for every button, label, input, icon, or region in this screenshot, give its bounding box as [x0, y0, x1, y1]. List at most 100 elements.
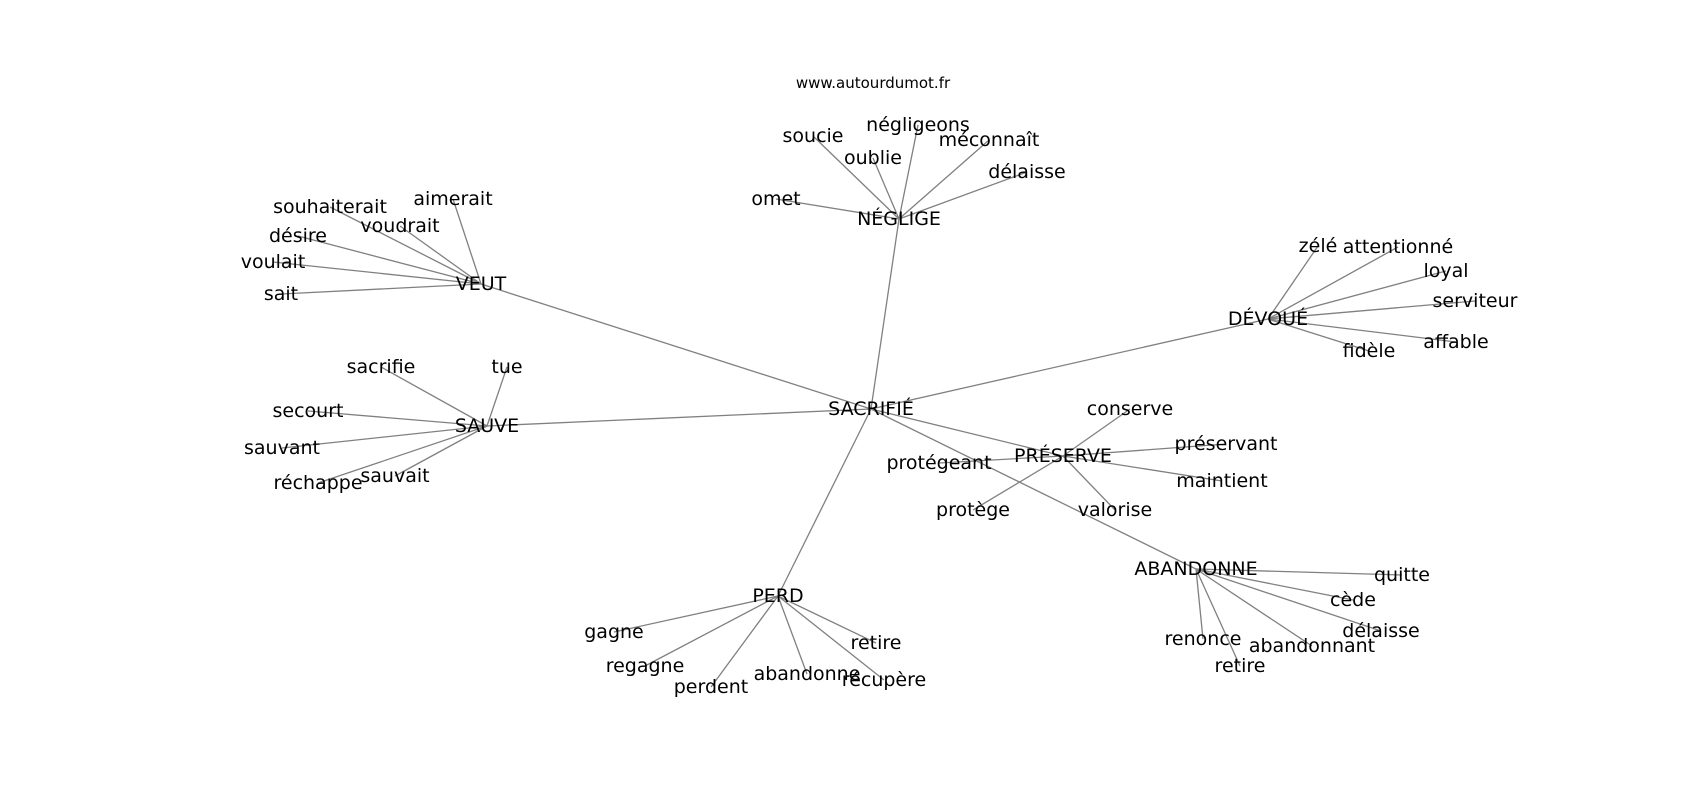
edge-neglige-3: [898, 124, 919, 220]
edge-abandonne-4: [1195, 568, 1313, 647]
leaf-node-veut-2: voudrait: [360, 215, 439, 237]
leaf-node-perd-3: abandonne: [754, 663, 861, 685]
leaf-node-abandonne-4: abandonnant: [1249, 635, 1375, 657]
hub-node-neglige: NÉGLIGE: [857, 207, 941, 230]
edge-veut-4: [272, 261, 482, 285]
leaf-node-veut-5: sait: [264, 283, 298, 305]
edge-devoue-4: [1267, 318, 1457, 343]
leaf-node-abandonne-5: retire: [1215, 655, 1266, 677]
leaf-node-devoue-0: zélé: [1299, 235, 1338, 257]
edge-devoue-3: [1267, 300, 1476, 320]
edge-abandonne-0: [1195, 568, 1403, 576]
leaf-node-preserve-2: protégeant: [886, 452, 991, 474]
leaf-node-veut-4: voulait: [241, 251, 306, 273]
edge-perd-5: [777, 595, 885, 681]
edge-center-sauve: [486, 408, 872, 427]
leaf-node-preserve-1: préservant: [1175, 433, 1278, 455]
leaf-node-abandonne-0: quitte: [1374, 564, 1430, 586]
graph-edges: [272, 124, 1476, 688]
hub-node-preserve: PRÉSERVE: [1014, 444, 1112, 467]
edge-center-devoue: [870, 318, 1269, 410]
leaf-node-neglige-0: omet: [751, 188, 800, 210]
leaf-node-devoue-5: fidèle: [1343, 340, 1396, 362]
leaf-node-veut-1: aimerait: [413, 188, 492, 210]
edge-preserve-5: [1062, 455, 1116, 511]
edge-devoue-0: [1267, 245, 1319, 320]
edge-abandonne-3: [1195, 568, 1204, 640]
edge-perd-1: [644, 595, 779, 667]
leaf-node-perd-4: retire: [851, 632, 902, 654]
source-url: www.autourdumot.fr: [796, 74, 951, 92]
edge-veut-2: [399, 225, 482, 285]
edge-sauve-2: [307, 410, 488, 427]
edge-center-preserve: [870, 408, 1064, 457]
leaf-node-sauve-0: sacrifie: [347, 356, 416, 378]
leaf-node-sauve-2: secourt: [273, 400, 344, 422]
leaf-node-devoue-4: affable: [1423, 331, 1488, 353]
edge-veut-5: [280, 283, 482, 295]
hub-node-veut: VEUT: [456, 273, 507, 295]
leaf-node-veut-0: souhaiterait: [273, 196, 387, 218]
leaf-node-abandonne-2: délaisse: [1342, 620, 1419, 642]
edge-devoue-1: [1267, 246, 1399, 320]
leaf-node-preserve-4: protège: [936, 499, 1010, 521]
edge-sauve-1: [486, 366, 508, 427]
leaf-node-veut-3: désire: [269, 225, 327, 247]
edge-neglige-1: [812, 135, 900, 220]
edge-devoue-2: [1267, 270, 1447, 320]
edge-abandonne-2: [1195, 568, 1382, 632]
edge-center-neglige: [870, 218, 900, 410]
edge-veut-0: [329, 206, 482, 285]
edge-preserve-1: [1062, 443, 1227, 457]
leaf-node-preserve-0: conserve: [1087, 398, 1173, 420]
leaf-node-neglige-5: délaisse: [988, 161, 1065, 183]
leaf-node-neglige-4: méconnaît: [939, 129, 1040, 151]
leaf-node-neglige-2: oublie: [844, 147, 902, 169]
hub-node-perd: PERD: [752, 585, 803, 607]
hub-node-sauve: SAUVE: [455, 415, 519, 437]
center-node: SACRIFIÉ: [828, 397, 914, 420]
edge-sauve-3: [281, 425, 488, 449]
edge-center-abandonne: [870, 408, 1197, 570]
edge-veut-3: [297, 235, 482, 285]
hub-node-abandonne: ABANDONNE: [1134, 558, 1257, 580]
leaf-node-neglige-1: soucie: [783, 125, 844, 147]
edge-center-perd: [777, 408, 872, 597]
edge-perd-2: [710, 595, 779, 688]
edge-preserve-0: [1062, 408, 1131, 457]
edge-sauve-5: [394, 425, 488, 477]
edge-preserve-2: [938, 455, 1064, 464]
edge-preserve-3: [1062, 455, 1223, 482]
leaf-node-devoue-1: attentionné: [1343, 236, 1453, 258]
leaf-node-neglige-3: négligeons: [866, 114, 970, 136]
hub-node-devoue: DÉVOUÉ: [1228, 307, 1308, 330]
edge-neglige-5: [898, 171, 1028, 220]
leaf-node-abandonne-3: renonce: [1165, 628, 1242, 650]
leaf-node-perd-5: récupère: [842, 669, 926, 691]
edge-perd-4: [777, 595, 877, 644]
edge-perd-0: [613, 595, 779, 633]
leaf-node-sauve-4: réchappe: [273, 472, 362, 494]
leaf-node-devoue-2: loyal: [1423, 260, 1468, 282]
edge-veut-1: [452, 198, 482, 285]
edge-devoue-5: [1267, 318, 1370, 352]
leaf-node-abandonne-1: cède: [1330, 589, 1376, 611]
leaf-node-sauve-3: sauvant: [244, 437, 320, 459]
edge-sauve-4: [317, 425, 488, 484]
edge-center-veut: [480, 283, 872, 410]
leaf-node-perd-0: gagne: [584, 621, 644, 643]
edge-neglige-2: [872, 157, 900, 220]
edge-neglige-4: [898, 139, 990, 220]
leaf-node-sauve-1: tue: [491, 356, 522, 378]
leaf-node-preserve-5: valorise: [1078, 499, 1152, 521]
edge-abandonne-5: [1195, 568, 1241, 667]
leaf-node-perd-1: regagne: [606, 655, 685, 677]
edge-neglige-0: [775, 198, 900, 220]
leaf-node-devoue-3: serviteur: [1433, 290, 1518, 312]
leaf-node-perd-2: perdent: [674, 676, 748, 698]
edge-sauve-0: [380, 366, 488, 427]
edge-abandonne-1: [1195, 568, 1354, 601]
edge-perd-3: [777, 595, 808, 675]
